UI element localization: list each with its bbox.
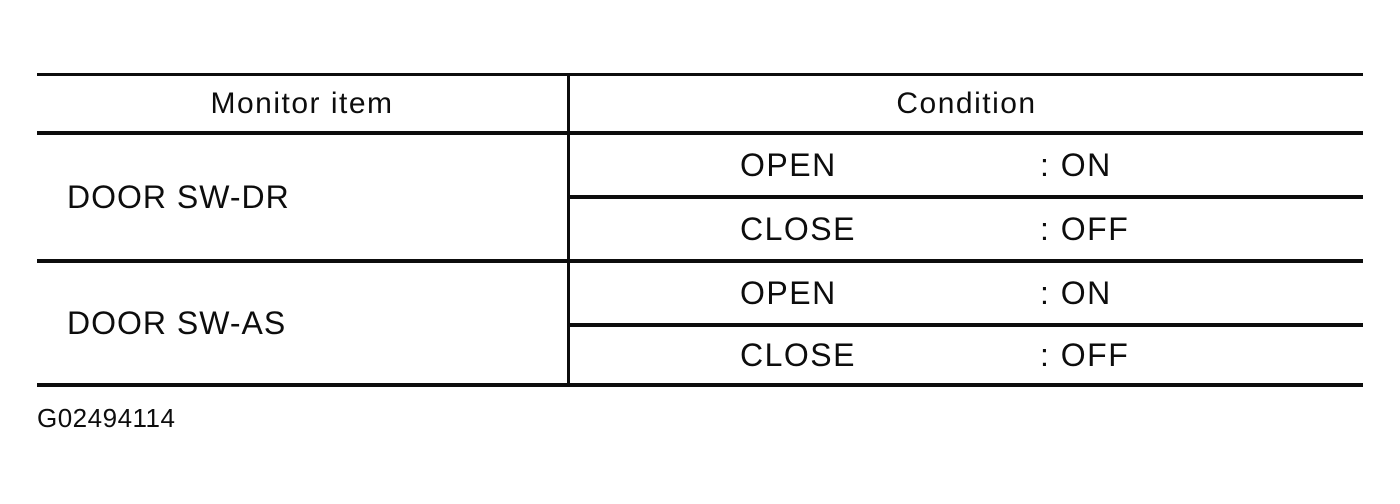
condition-row: OPEN : ON (570, 135, 1363, 199)
monitor-item-cell: DOOR SW-AS (37, 263, 570, 383)
table-row: DOOR SW-DR OPEN : ON CLOSE : OFF (37, 135, 1363, 263)
figure-id-label: G02494114 (37, 403, 176, 433)
monitor-item-cell: DOOR SW-DR (37, 135, 570, 259)
table-row: DOOR SW-AS OPEN : ON CLOSE : OFF (37, 263, 1363, 383)
condition-state-label: CLOSE (740, 336, 856, 373)
table-header-row: Monitor item Condition (37, 76, 1363, 135)
monitor-condition-table: Monitor item Condition DOOR SW-DR OPEN :… (37, 73, 1363, 387)
condition-value-label: : OFF (1040, 210, 1130, 247)
condition-value-label: : ON (1040, 146, 1112, 183)
condition-cell: OPEN : ON CLOSE : OFF (570, 263, 1363, 383)
condition-state-label: OPEN (740, 274, 837, 311)
condition-value-label: : ON (1040, 274, 1112, 311)
condition-state-label: CLOSE (740, 210, 856, 247)
condition-row: CLOSE : OFF (570, 327, 1363, 383)
column-header-monitor-item: Monitor item (37, 76, 570, 131)
condition-value-label: : OFF (1040, 336, 1130, 373)
condition-state-label: OPEN (740, 146, 837, 183)
condition-row: OPEN : ON (570, 263, 1363, 327)
column-header-condition: Condition (896, 86, 1037, 120)
condition-cell: OPEN : ON CLOSE : OFF (570, 135, 1363, 259)
condition-row: CLOSE : OFF (570, 199, 1363, 259)
